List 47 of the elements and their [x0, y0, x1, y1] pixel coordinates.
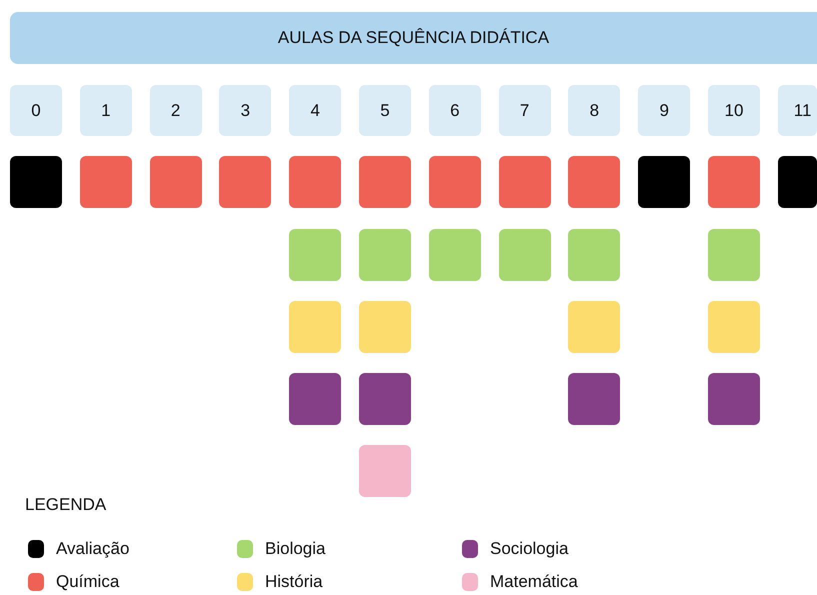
lesson-number-box: 6: [428, 85, 481, 136]
subject-square: [708, 301, 760, 353]
lesson-number-box: 8: [568, 85, 620, 136]
subject-square: [568, 373, 620, 425]
lesson-number-box: 2: [150, 85, 202, 136]
subject-square: [359, 445, 411, 497]
subject-square: [568, 301, 620, 353]
lesson-number-box: 7: [498, 85, 551, 136]
subject-square: [289, 301, 342, 353]
subject-square: [568, 229, 620, 281]
lesson-number-box: 10: [708, 85, 760, 136]
subject-square: [778, 156, 817, 208]
subject-square: [289, 229, 342, 281]
lesson-number-box: 11: [778, 85, 817, 136]
header-band: AULAS DA SEQUÊNCIA DIDÁTICA: [10, 12, 817, 64]
subject-square: [289, 373, 342, 425]
subject-square: [708, 156, 760, 208]
subject-square: [638, 156, 690, 208]
lesson-number-box: 3: [219, 85, 272, 136]
lesson-number-box: 0: [10, 85, 62, 136]
subject-square: [359, 229, 411, 281]
subject-square: [568, 156, 620, 208]
subject-square: [219, 156, 272, 208]
legend-label: Avaliação: [56, 539, 130, 559]
subject-square: [428, 229, 481, 281]
lesson-number-box: 4: [289, 85, 342, 136]
legend-label: Biologia: [265, 539, 326, 559]
lesson-number-box: 5: [359, 85, 411, 136]
lesson-number-box: 9: [638, 85, 690, 136]
legend-label: Química: [56, 572, 120, 592]
subject-square: [359, 301, 411, 353]
subject-square: [498, 229, 551, 281]
subject-square: [708, 373, 760, 425]
subject-square: [708, 229, 760, 281]
legend-title: LEGENDA: [25, 495, 106, 515]
subject-square: [428, 156, 481, 208]
legend-label: Sociologia: [490, 539, 568, 559]
subject-square: [359, 373, 411, 425]
subject-square: [289, 156, 342, 208]
legend-label: História: [265, 572, 323, 592]
subject-square: [10, 156, 62, 208]
subject-square: [150, 156, 202, 208]
subject-square: [359, 156, 411, 208]
subject-square: [80, 156, 132, 208]
subject-square: [498, 156, 551, 208]
lesson-number-box: 1: [80, 85, 132, 136]
legend-label: Matemática: [490, 572, 578, 592]
